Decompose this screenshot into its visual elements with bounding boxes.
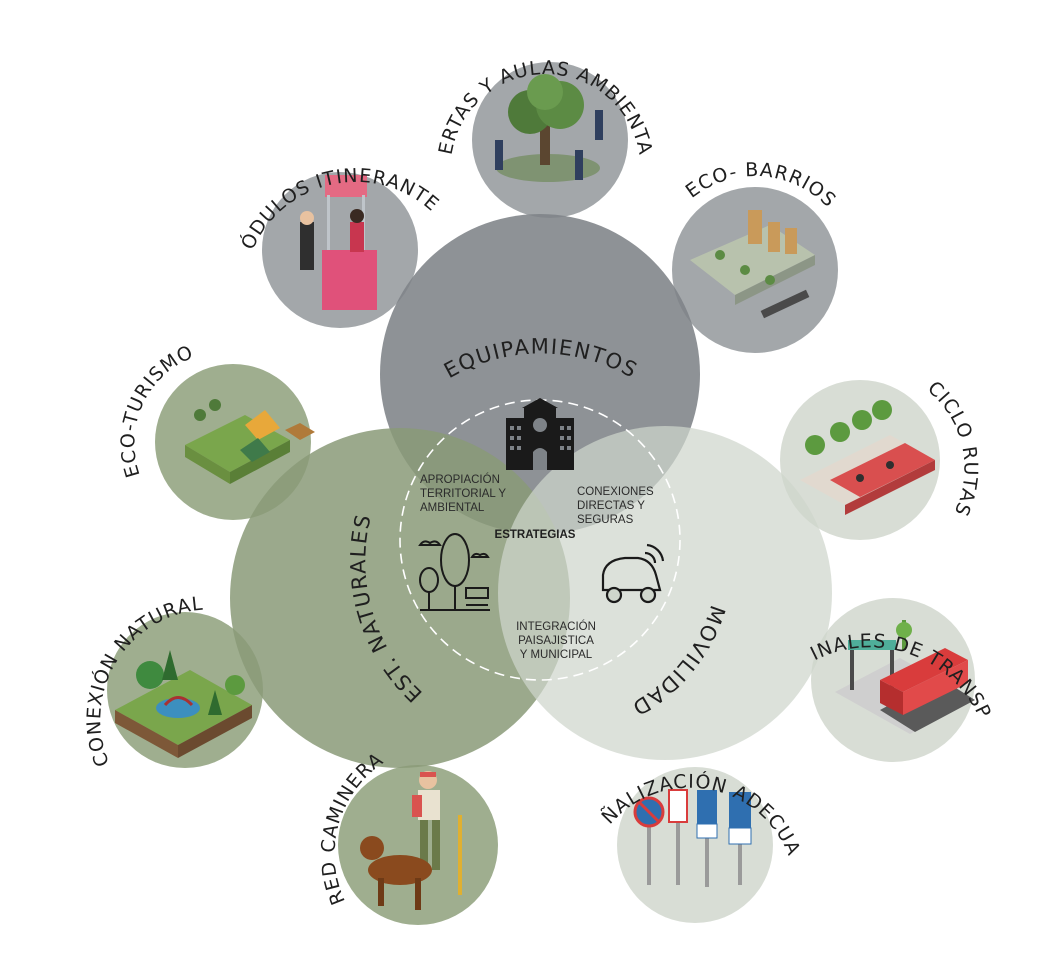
conexiones-line-3: SEGURAS <box>577 514 634 526</box>
satellite-senalizacion <box>617 767 773 923</box>
integracion-line-1: INTEGRACIÓN <box>516 620 596 633</box>
park-icon <box>115 650 252 758</box>
conexiones-line-2: DIRECTAS Y <box>577 500 645 512</box>
satellite-eco-turismo <box>155 364 315 520</box>
tree-bench-icon <box>418 533 490 611</box>
apropiacion-line-3: AMBIENTAL <box>420 502 485 514</box>
building-icon <box>506 398 574 470</box>
satellite-conexion-natural <box>107 612 263 768</box>
conexiones-line-1: CONEXIONES <box>577 486 654 498</box>
integracion-line-3: Y MUNICIPAL <box>520 649 593 661</box>
integracion-line-2: PAISAJISTICA <box>518 635 594 647</box>
movilidad-circle <box>498 426 832 760</box>
satellite-huertas <box>472 62 628 218</box>
car-signal-icon <box>601 543 665 604</box>
hiker-dog-icon <box>360 771 462 910</box>
kiosk-icon <box>300 175 377 310</box>
satellite-terminales <box>811 598 975 762</box>
naturales-circle <box>230 428 570 768</box>
estrategias-label: ESTRATEGIAS <box>495 529 576 541</box>
apropiacion-line-1: APROPIACIÓN <box>420 473 500 486</box>
traffic-signs-icon <box>633 789 752 887</box>
satellite-eco-barrios <box>672 187 838 353</box>
apartments-icon <box>690 210 815 319</box>
bus-stop-icon <box>835 620 975 734</box>
satellite-ciclo-rutas <box>780 380 940 540</box>
satellite-modulos <box>262 172 418 328</box>
satellite-red-caminera <box>338 765 498 925</box>
bike-lane-icon <box>800 400 935 515</box>
garden-icon <box>495 74 603 182</box>
apropiacion-line-2: TERRITORIAL Y <box>420 488 506 500</box>
camp-icon <box>185 399 315 484</box>
